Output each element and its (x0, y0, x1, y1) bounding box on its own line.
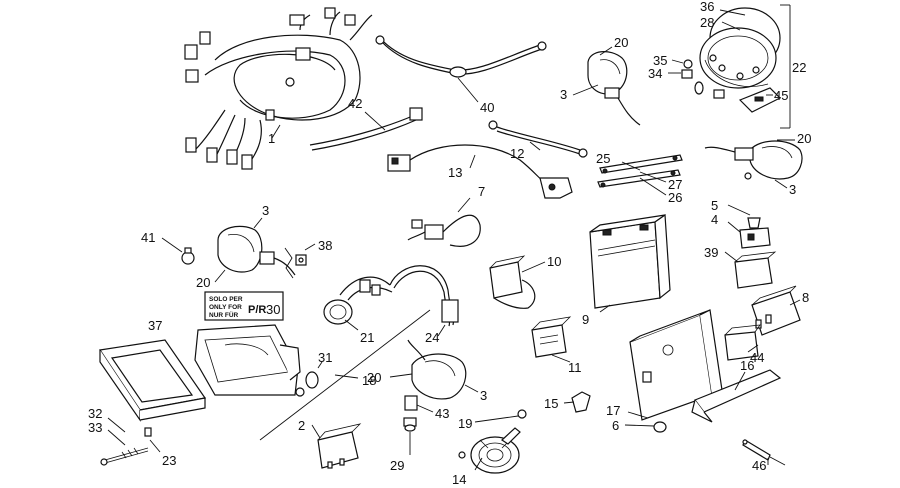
bulb-35-34 (668, 59, 725, 99)
wiring-21-24 (323, 265, 459, 337)
callout-24: 24 (425, 330, 439, 345)
horn-14 (458, 409, 527, 474)
probe-46 (742, 439, 786, 466)
module-10 (489, 255, 546, 309)
callout-2: 2 (298, 418, 305, 433)
callout-4: 4 (711, 212, 718, 227)
callout-40: 40 (480, 100, 494, 115)
cable-42 (309, 107, 423, 151)
nut-38 (295, 243, 316, 266)
callout-labels: 1 40 42 12 13 20 3 36 28 35 34 22 45 20 … (88, 0, 811, 487)
callout-42: 42 (348, 96, 362, 111)
callout-10: 10 (547, 254, 561, 269)
callout-18: 18 (362, 373, 376, 388)
battery (589, 213, 671, 313)
callout-33: 33 (88, 420, 102, 435)
headlight-frame-37 (98, 339, 207, 422)
screws-32-33-23 (100, 417, 161, 466)
callout-9: 9 (582, 312, 589, 327)
cable-13 (387, 144, 573, 199)
relay-8 (751, 285, 801, 336)
headlight-18 (194, 309, 431, 441)
callout-23: 23 (162, 453, 176, 468)
callout-7: 7 (478, 184, 485, 199)
callout-30: 30 (266, 302, 280, 317)
sticker-line-1: SOLO PER (209, 296, 243, 303)
callout-11: 11 (568, 360, 582, 375)
callout-1: 1 (268, 131, 275, 146)
callout-43: 43 (435, 406, 449, 421)
callout-25: 25 (596, 151, 610, 166)
callout-34: 34 (648, 66, 662, 81)
callout-6: 6 (612, 418, 619, 433)
callout-3-mid: 3 (262, 203, 269, 218)
callout-20-top: 20 (614, 35, 628, 50)
callout-46: 46 (752, 458, 766, 473)
callout-19: 19 (458, 416, 472, 431)
rubber-6 (624, 421, 667, 433)
callout-20-mid: 20 (196, 275, 210, 290)
sticker-code: P/R (248, 304, 266, 316)
callout-36: 36 (700, 0, 714, 14)
callout-35: 35 (653, 53, 667, 68)
callout-44: 44 (750, 350, 764, 365)
callout-8: 8 (802, 290, 809, 305)
callout-27: 27 (668, 177, 682, 192)
wiring-harness (184, 7, 373, 170)
relay-39 (724, 251, 777, 289)
switch-43 (404, 395, 434, 413)
turn-signal-front-right (704, 139, 803, 189)
callout-13: 13 (448, 165, 462, 180)
cable-40 (375, 35, 547, 103)
bulb-41 (161, 237, 195, 265)
callout-31: 31 (318, 350, 332, 365)
sticker-30: SOLO PER ONLY FOR NUR FÜR P/R (204, 291, 284, 321)
turn-signal-front-left (572, 46, 641, 126)
callout-16: 16 (740, 358, 754, 373)
callout-26: 26 (668, 190, 682, 205)
straps-25-27-26 (597, 154, 683, 196)
callout-32: 32 (88, 406, 102, 421)
regulator-11 (531, 316, 572, 363)
sticker-line-3: NUR FÜR (209, 310, 239, 319)
battery-tray-17 (627, 309, 723, 421)
fuse-5 (727, 204, 761, 229)
connector-45 (738, 87, 782, 113)
callout-37: 37 (148, 318, 162, 333)
callout-12: 12 (510, 146, 524, 161)
switch-29 (403, 417, 417, 455)
callout-41: 41 (141, 230, 155, 245)
strap-16 (691, 369, 782, 423)
callout-22: 22 (792, 60, 806, 75)
callout-45: 45 (774, 88, 788, 103)
cable-12 (488, 120, 588, 158)
callout-28: 28 (700, 15, 714, 30)
turn-signal-rear-right (389, 339, 479, 400)
fuse-holder-4 (727, 221, 771, 249)
callout-5: 5 (711, 198, 718, 213)
bracket-22 (780, 4, 791, 129)
callout-17: 17 (606, 403, 620, 418)
callout-21: 21 (360, 330, 374, 345)
sensor-7 (407, 197, 481, 247)
callout-3-top: 3 (560, 87, 567, 102)
callout-14: 14 (452, 472, 466, 487)
callout-3-right: 3 (789, 182, 796, 197)
callout-20-right: 20 (797, 131, 811, 146)
connector-15 (563, 391, 591, 413)
callout-39: 39 (704, 245, 718, 260)
turn-signal-rear-left (214, 217, 296, 283)
sticker-line-2: ONLY FOR (209, 304, 242, 311)
instrument-cluster (699, 7, 781, 89)
relay-44 (724, 324, 761, 361)
callout-38: 38 (318, 238, 332, 253)
relay-2 (311, 423, 362, 469)
callout-3-low: 3 (480, 388, 487, 403)
leader-18 (334, 374, 359, 379)
callout-20-low: 20 (367, 370, 381, 385)
callout-15: 15 (544, 396, 558, 411)
rubber-31 (305, 361, 323, 389)
callout-29: 29 (390, 458, 404, 473)
